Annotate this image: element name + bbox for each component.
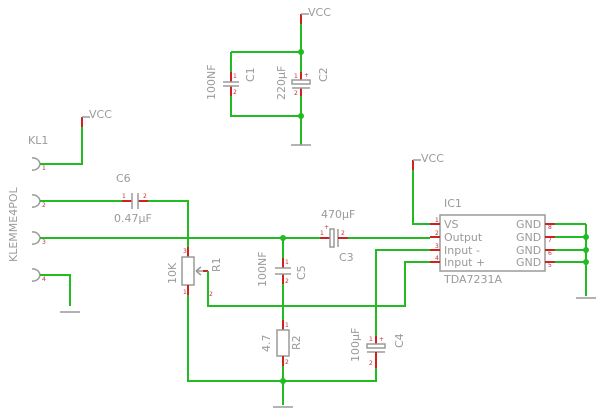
svg-text:1: 1 (369, 336, 373, 343)
c4-value: 100µF (349, 328, 362, 362)
c2-name: C2 (317, 67, 330, 82)
svg-text:1: 1 (122, 193, 126, 200)
connector-kl1: KL1 KLEMME4POL 1 2 3 4 (7, 134, 48, 283)
svg-text:2: 2 (435, 230, 439, 237)
svg-text:4: 4 (435, 255, 439, 262)
kl1-value: KLEMME4POL (7, 186, 20, 262)
svg-text:6: 6 (548, 250, 552, 257)
vcc-symbol-kl: VCC (81, 108, 112, 127)
capacitor-c3: 1 2 + 470µF C3 (320, 208, 355, 264)
r1-value: 10K (166, 262, 179, 284)
ic1-pin-vs: VS (444, 218, 459, 231)
svg-text:3: 3 (183, 248, 187, 255)
c2-value: 220µF (275, 66, 288, 100)
capacitor-c6: 1 2 C6 0.47µF (114, 172, 152, 225)
svg-text:+: + (379, 336, 384, 343)
c1-value: 100NF (205, 64, 218, 100)
c6-value: 0.47µF (114, 212, 152, 225)
ic1-pin-gnd-7: GND (516, 231, 541, 244)
svg-text:2: 2 (369, 360, 373, 367)
capacitor-c2: + 1 2 C2 220µF (275, 66, 330, 100)
ic1-value: TDA7231A (443, 273, 503, 286)
svg-text:2: 2 (42, 202, 46, 209)
svg-text:2: 2 (285, 278, 289, 285)
ic1-pin-gnd-6: GND (516, 244, 541, 257)
resistor-r2: 1 2 4.7 R2 (260, 320, 303, 366)
svg-text:1: 1 (285, 259, 289, 266)
svg-text:1: 1 (320, 230, 324, 237)
svg-text:1: 1 (285, 322, 289, 329)
vcc-symbol-ic: VCC (412, 152, 444, 170)
kl1-name: KL1 (28, 134, 48, 147)
c5-name: C5 (295, 265, 308, 280)
capacitor-c1: 1 2 C1 100NF (205, 64, 257, 100)
r2-name: R2 (290, 335, 303, 350)
c4-name: C4 (393, 333, 406, 348)
vcc-label-top: VCC (308, 6, 331, 19)
ic1-name: IC1 (444, 197, 462, 210)
svg-text:7: 7 (548, 237, 552, 244)
svg-text:3: 3 (42, 239, 46, 246)
c5-value: 100NF (256, 251, 269, 287)
c3-name: C3 (339, 251, 354, 264)
svg-text:8: 8 (548, 224, 552, 231)
svg-text:2: 2 (209, 291, 213, 298)
svg-text:1: 1 (42, 165, 46, 172)
vcc-label-kl: VCC (89, 108, 112, 121)
c6-name: C6 (116, 172, 131, 185)
potentiometer-r1: 3 1 2 10K R1 (166, 247, 223, 298)
svg-text:+: + (304, 72, 309, 79)
vcc-label-ic: VCC (421, 152, 444, 165)
ic1-pin-gnd-8: GND (516, 218, 541, 231)
svg-text:2: 2 (285, 359, 289, 366)
svg-text:+: + (324, 224, 329, 231)
vcc-symbol-top: VCC (300, 6, 331, 24)
svg-text:5: 5 (548, 262, 552, 269)
svg-text:2: 2 (294, 90, 298, 97)
svg-text:1: 1 (233, 73, 237, 80)
svg-text:4: 4 (42, 276, 46, 283)
svg-text:2: 2 (233, 89, 237, 96)
ic1-pin-output: Output (444, 231, 483, 244)
r1-name: R1 (210, 257, 223, 272)
ic1-tda7231a: IC1 1 2 3 4 8 7 6 5 VS Output Input - In… (430, 197, 555, 286)
capacitor-c4: + 1 2 C4 100µF (349, 328, 406, 368)
svg-text:1: 1 (183, 289, 187, 296)
svg-text:1: 1 (294, 73, 298, 80)
r2-value: 4.7 (260, 335, 273, 353)
ic1-pin-gnd-5: GND (516, 256, 541, 269)
ic1-pin-input-plus: Input + (444, 256, 485, 269)
svg-text:1: 1 (435, 217, 439, 224)
capacitor-c5: 1 2 C5 100NF (256, 251, 308, 287)
c3-value: 470µF (321, 208, 355, 221)
svg-text:2: 2 (143, 193, 147, 200)
svg-text:2: 2 (341, 230, 345, 237)
ic1-pin-input-minus: Input - (444, 244, 480, 257)
c1-name: C1 (244, 67, 257, 82)
svg-text:3: 3 (435, 243, 439, 250)
